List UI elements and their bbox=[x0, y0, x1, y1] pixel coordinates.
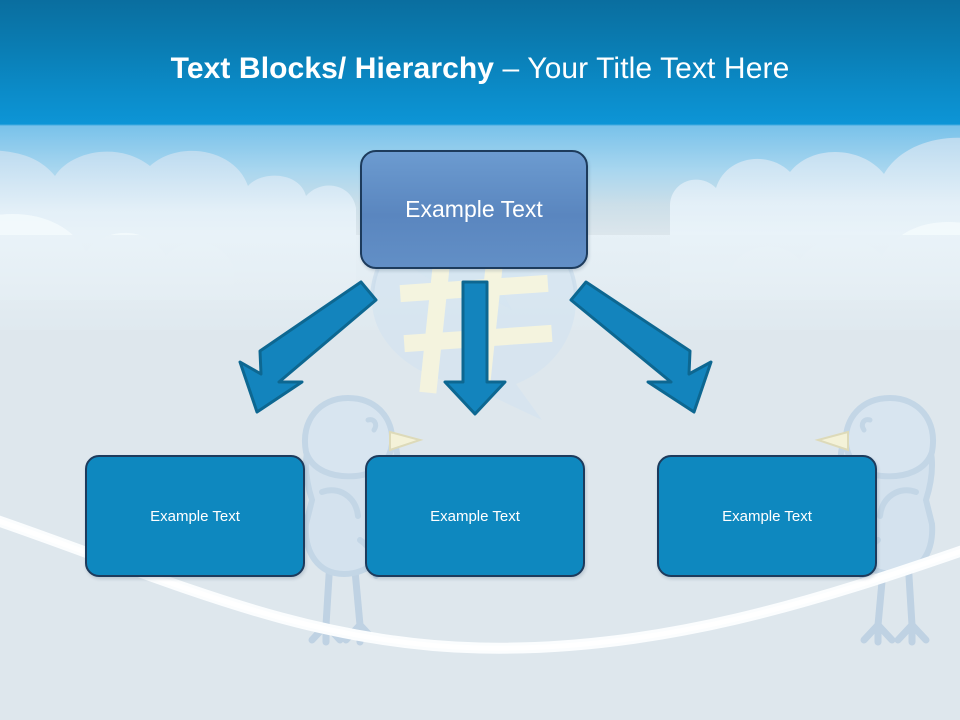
hierarchy-root-box[interactable]: Example Text bbox=[360, 150, 588, 269]
page-title-regular: – Your Title Text Here bbox=[502, 52, 790, 85]
page-title-bold: Text Blocks/ Hierarchy bbox=[170, 52, 503, 85]
arrow-left-icon bbox=[238, 280, 378, 414]
hierarchy-child-label-1: Example Text bbox=[150, 507, 240, 525]
arrow-right-icon bbox=[569, 280, 713, 414]
hierarchy-child-box-2[interactable]: Example Text bbox=[365, 455, 585, 577]
hierarchy-child-label-2: Example Text bbox=[430, 507, 520, 525]
arrow-center-icon bbox=[443, 280, 507, 416]
hierarchy-root-label: Example Text bbox=[405, 196, 543, 222]
page-title: Text Blocks/ Hierarchy – Your Title Text… bbox=[0, 52, 960, 86]
hierarchy-child-box-1[interactable]: Example Text bbox=[85, 455, 305, 577]
hierarchy-child-label-3: Example Text bbox=[722, 507, 812, 525]
hierarchy-child-box-3[interactable]: Example Text bbox=[657, 455, 877, 577]
